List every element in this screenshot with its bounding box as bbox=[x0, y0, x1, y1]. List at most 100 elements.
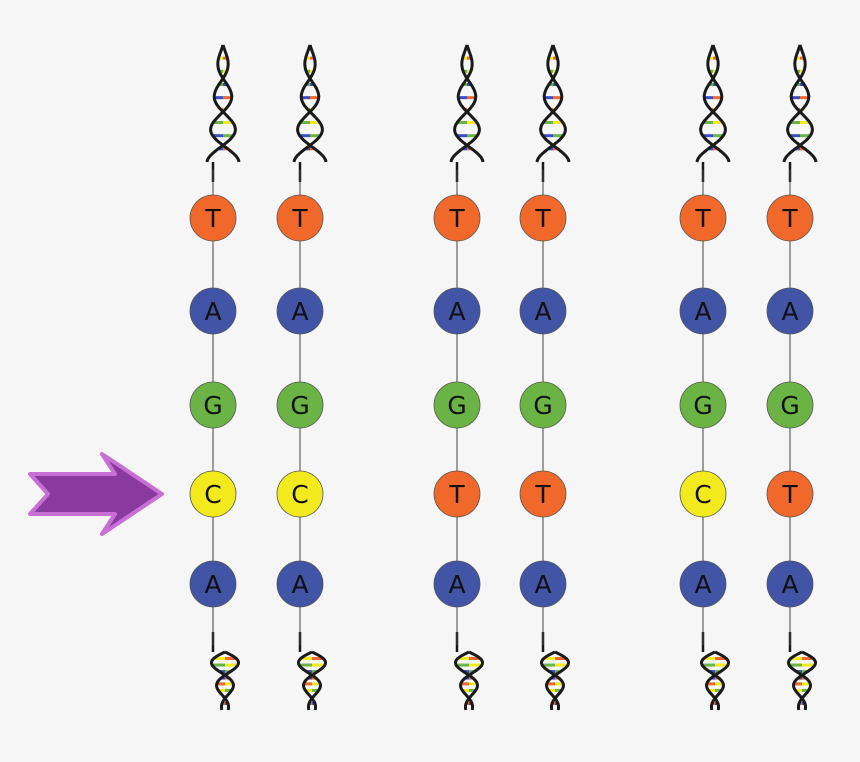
dna-strand-3: T A G T A bbox=[433, 44, 485, 711]
base-label: T bbox=[694, 204, 711, 233]
base-circle bbox=[679, 194, 727, 242]
base-label: A bbox=[694, 570, 711, 599]
base-label: A bbox=[448, 297, 465, 326]
base-label: G bbox=[290, 391, 309, 420]
base-A: A bbox=[519, 287, 567, 335]
base-A: A bbox=[189, 287, 237, 335]
base-circle bbox=[433, 194, 481, 242]
dna-helix-bottom-icon bbox=[210, 632, 240, 711]
base-A: A bbox=[276, 287, 324, 335]
dna-strand-1: T A G C A bbox=[189, 44, 241, 711]
base-circle bbox=[189, 381, 237, 429]
base-label: A bbox=[204, 570, 221, 599]
base-circle bbox=[519, 287, 567, 335]
base-label: T bbox=[534, 480, 551, 509]
base-circle bbox=[679, 560, 727, 608]
base-circle bbox=[433, 381, 481, 429]
arrow-right-icon bbox=[28, 452, 164, 536]
base-T: T bbox=[433, 470, 481, 518]
base-label: A bbox=[291, 570, 308, 599]
base-A: A bbox=[679, 560, 727, 608]
base-label: T bbox=[291, 204, 308, 233]
base-A: A bbox=[433, 560, 481, 608]
base-A: A bbox=[433, 287, 481, 335]
dna-strand-5: T A G C A bbox=[679, 44, 731, 711]
dna-strand-4: T A G T A bbox=[519, 44, 571, 711]
base-circle bbox=[766, 470, 814, 518]
dna-helix-bottom-icon bbox=[297, 632, 327, 711]
base-T: T bbox=[433, 194, 481, 242]
base-circle bbox=[433, 287, 481, 335]
base-label: T bbox=[781, 480, 798, 509]
dna-helix-top-icon bbox=[782, 44, 818, 182]
dna-helix-top-icon bbox=[535, 44, 571, 182]
base-circle bbox=[519, 194, 567, 242]
dna-helix-top-icon bbox=[695, 44, 731, 182]
dna-helix-bottom-icon bbox=[540, 632, 570, 711]
base-label: A bbox=[448, 570, 465, 599]
base-T: T bbox=[766, 470, 814, 518]
base-T: T bbox=[189, 194, 237, 242]
base-label: G bbox=[203, 391, 222, 420]
dna-helix-bottom-icon bbox=[787, 632, 817, 711]
base-A: A bbox=[189, 560, 237, 608]
base-label: A bbox=[781, 297, 798, 326]
base-circle bbox=[679, 287, 727, 335]
base-circle bbox=[276, 287, 324, 335]
base-label: A bbox=[204, 297, 221, 326]
base-G: G bbox=[276, 381, 324, 429]
base-circle bbox=[766, 287, 814, 335]
base-label: T bbox=[781, 204, 798, 233]
base-circle bbox=[519, 381, 567, 429]
base-label: T bbox=[448, 480, 465, 509]
base-label: A bbox=[291, 297, 308, 326]
base-circle bbox=[679, 470, 727, 518]
base-circle bbox=[276, 194, 324, 242]
base-circle bbox=[189, 560, 237, 608]
base-label: C bbox=[291, 480, 308, 509]
base-label: A bbox=[694, 297, 711, 326]
base-circle bbox=[519, 470, 567, 518]
base-C: C bbox=[276, 470, 324, 518]
base-label: A bbox=[534, 570, 551, 599]
base-label: T bbox=[534, 204, 551, 233]
base-circle bbox=[189, 194, 237, 242]
base-G: G bbox=[189, 381, 237, 429]
base-G: G bbox=[766, 381, 814, 429]
base-A: A bbox=[519, 560, 567, 608]
base-G: G bbox=[433, 381, 481, 429]
base-circle bbox=[766, 381, 814, 429]
dna-helix-top-icon bbox=[205, 44, 241, 182]
base-T: T bbox=[519, 470, 567, 518]
base-label: A bbox=[534, 297, 551, 326]
base-G: G bbox=[519, 381, 567, 429]
base-label: G bbox=[447, 391, 466, 420]
dna-strand-2: T A G C A bbox=[276, 44, 328, 711]
base-T: T bbox=[766, 194, 814, 242]
dna-helix-top-icon bbox=[449, 44, 485, 182]
base-circle bbox=[679, 381, 727, 429]
base-label: A bbox=[781, 570, 798, 599]
base-label: C bbox=[694, 480, 711, 509]
base-T: T bbox=[679, 194, 727, 242]
base-circle bbox=[189, 287, 237, 335]
base-circle bbox=[276, 470, 324, 518]
base-circle bbox=[519, 560, 567, 608]
base-circle bbox=[433, 470, 481, 518]
base-label: G bbox=[780, 391, 799, 420]
base-A: A bbox=[679, 287, 727, 335]
base-C: C bbox=[679, 470, 727, 518]
dna-helix-top-icon bbox=[292, 44, 328, 182]
base-T: T bbox=[519, 194, 567, 242]
base-C: C bbox=[189, 470, 237, 518]
dna-strand-6: T A G T A bbox=[766, 44, 818, 711]
base-G: G bbox=[679, 381, 727, 429]
base-label: T bbox=[448, 204, 465, 233]
base-circle bbox=[189, 470, 237, 518]
base-A: A bbox=[276, 560, 324, 608]
base-circle bbox=[276, 560, 324, 608]
dna-helix-bottom-icon bbox=[700, 632, 730, 711]
base-label: G bbox=[533, 391, 552, 420]
base-A: A bbox=[766, 560, 814, 608]
